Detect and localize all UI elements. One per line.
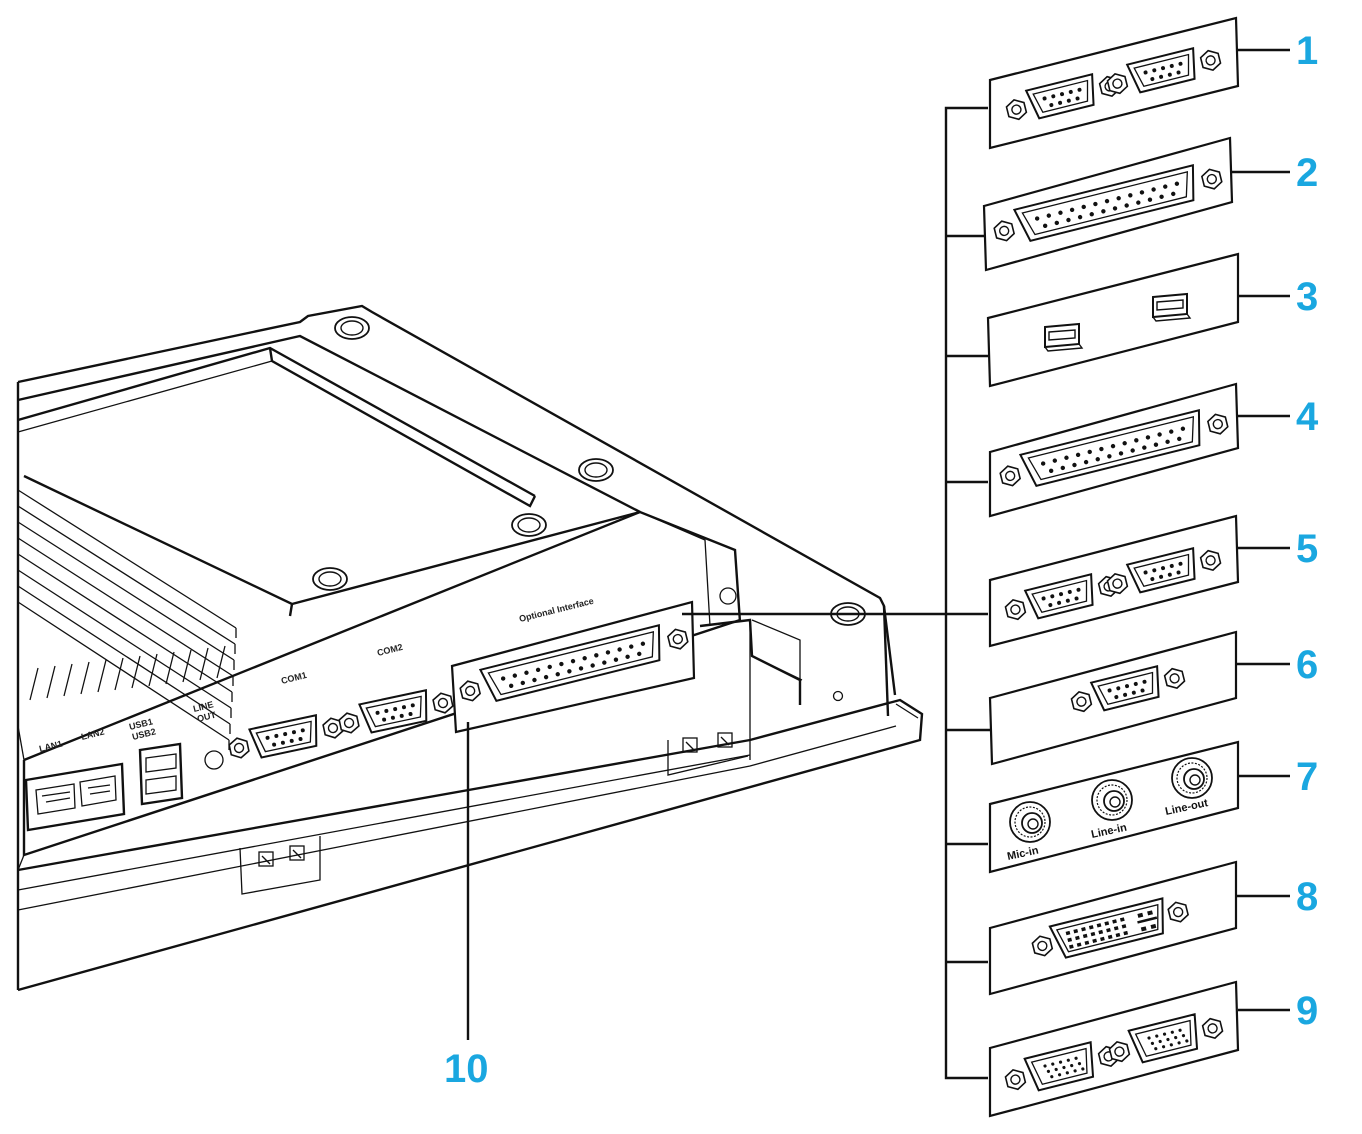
callout-2: 2 (1296, 151, 1318, 195)
mic-in-jack-icon (1009, 801, 1051, 843)
callout-8: 8 (1296, 875, 1318, 919)
mounting-boss (511, 513, 547, 537)
label-optional-interface: Optional Interface (518, 596, 595, 624)
label-line-out-1: LINE (192, 699, 214, 714)
label-lan2: LAN2 (80, 727, 105, 742)
option-plate-4 (988, 382, 1240, 518)
callout-10: 10 (444, 1047, 489, 1091)
callout-1: 1 (1296, 29, 1318, 73)
option-plate-8 (988, 860, 1238, 996)
callout-numbers: 1 2 3 4 5 6 7 8 9 10 (444, 29, 1319, 1091)
mounting-boss (334, 316, 370, 340)
mounting-boss (312, 567, 348, 591)
com2-connector (337, 685, 455, 738)
optional-interface-modules: Mic-in Line-in Line-out (982, 16, 1240, 1118)
lan-ports (24, 762, 126, 832)
option-plate-1 (988, 16, 1240, 150)
line-out-jack-icon (1171, 757, 1213, 799)
label-lan1: LAN1 (38, 739, 63, 754)
callout-6: 6 (1296, 643, 1318, 687)
option-plate-9 (988, 980, 1240, 1118)
option-plate-3 (986, 252, 1240, 388)
line-in-jack-icon (1091, 779, 1133, 821)
label-com1: COM1 (280, 670, 308, 686)
label-line-out-2: OUT (196, 710, 217, 724)
callout-4: 4 (1296, 395, 1319, 439)
label-com2: COM2 (376, 642, 404, 658)
option-plate-5 (988, 514, 1240, 648)
callout-5: 5 (1296, 527, 1318, 571)
option-plate-7: Mic-in Line-in Line-out (988, 740, 1240, 874)
mounting-boss (578, 458, 614, 482)
leader-lines (466, 48, 1290, 1080)
usb-ports (138, 742, 184, 806)
callout-7: 7 (1296, 755, 1318, 799)
callout-3: 3 (1296, 275, 1318, 319)
option-plate-2 (982, 136, 1234, 272)
heat-sink-fins (17, 489, 237, 750)
dip-switch (258, 732, 733, 867)
option-plate-6 (988, 630, 1238, 766)
callout-9: 9 (1296, 989, 1318, 1033)
line-out-jack (204, 750, 224, 770)
panel-pc-rear-housing: LAN1 LAN2 USB1 USB2 LINE OUT COM1 COM2 O… (16, 304, 924, 992)
